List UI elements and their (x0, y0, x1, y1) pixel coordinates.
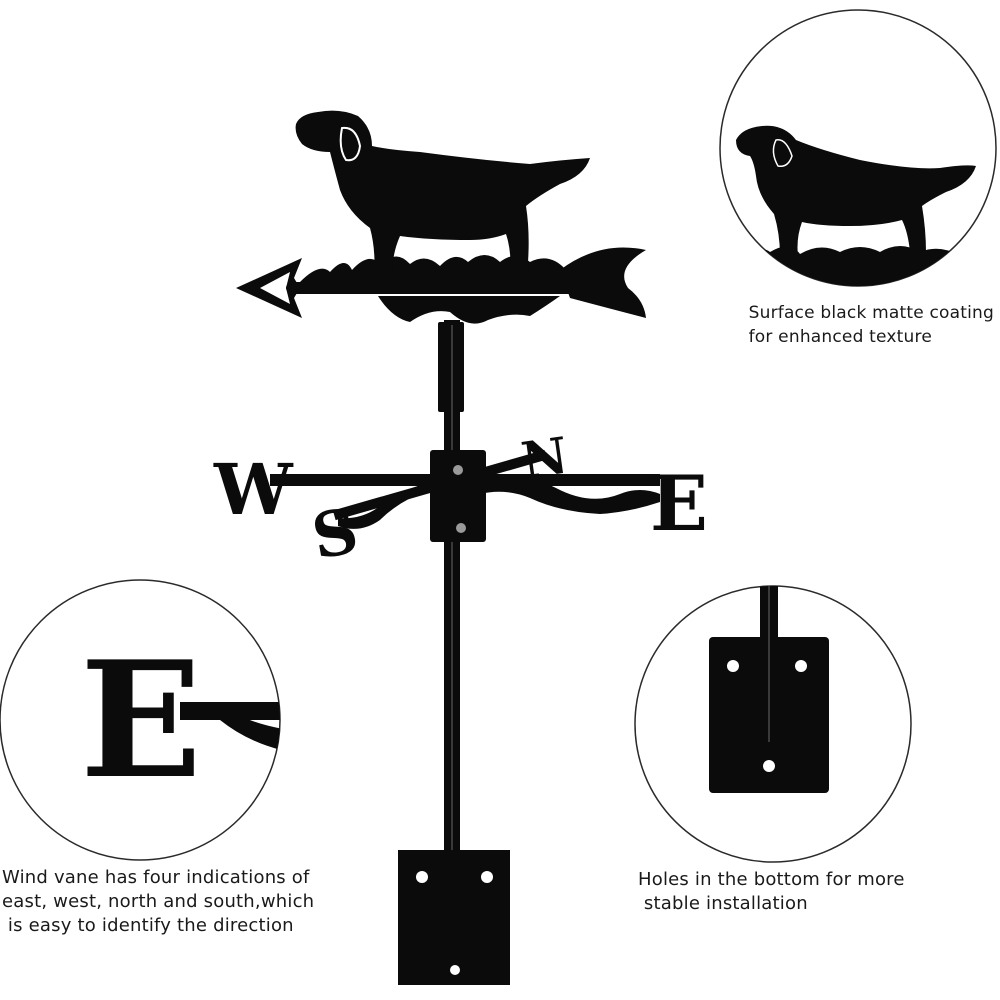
compass-letter-north: N (518, 425, 571, 490)
compass-arms (270, 449, 660, 542)
caption-mounting-holes: Holes in the bottom for more stable inst… (638, 869, 905, 914)
arrow (236, 247, 646, 324)
caption-surface-coating: Surface black matte coating for enhanced… (748, 303, 994, 347)
dog-silhouette (295, 110, 590, 277)
compass-letter-west: W (213, 448, 294, 531)
detail-circle-letter-e: E (0, 579, 281, 861)
mounting-plate (398, 850, 510, 985)
dog-closeup (736, 125, 976, 257)
compass-letter-east: E (650, 459, 708, 548)
caption-four-directions: Wind vane has four indications of east, … (2, 867, 315, 936)
detail-circle-mounting-plate (634, 585, 912, 863)
weathervane: W E N S (213, 110, 708, 985)
detail-circle-dog (719, 9, 997, 287)
